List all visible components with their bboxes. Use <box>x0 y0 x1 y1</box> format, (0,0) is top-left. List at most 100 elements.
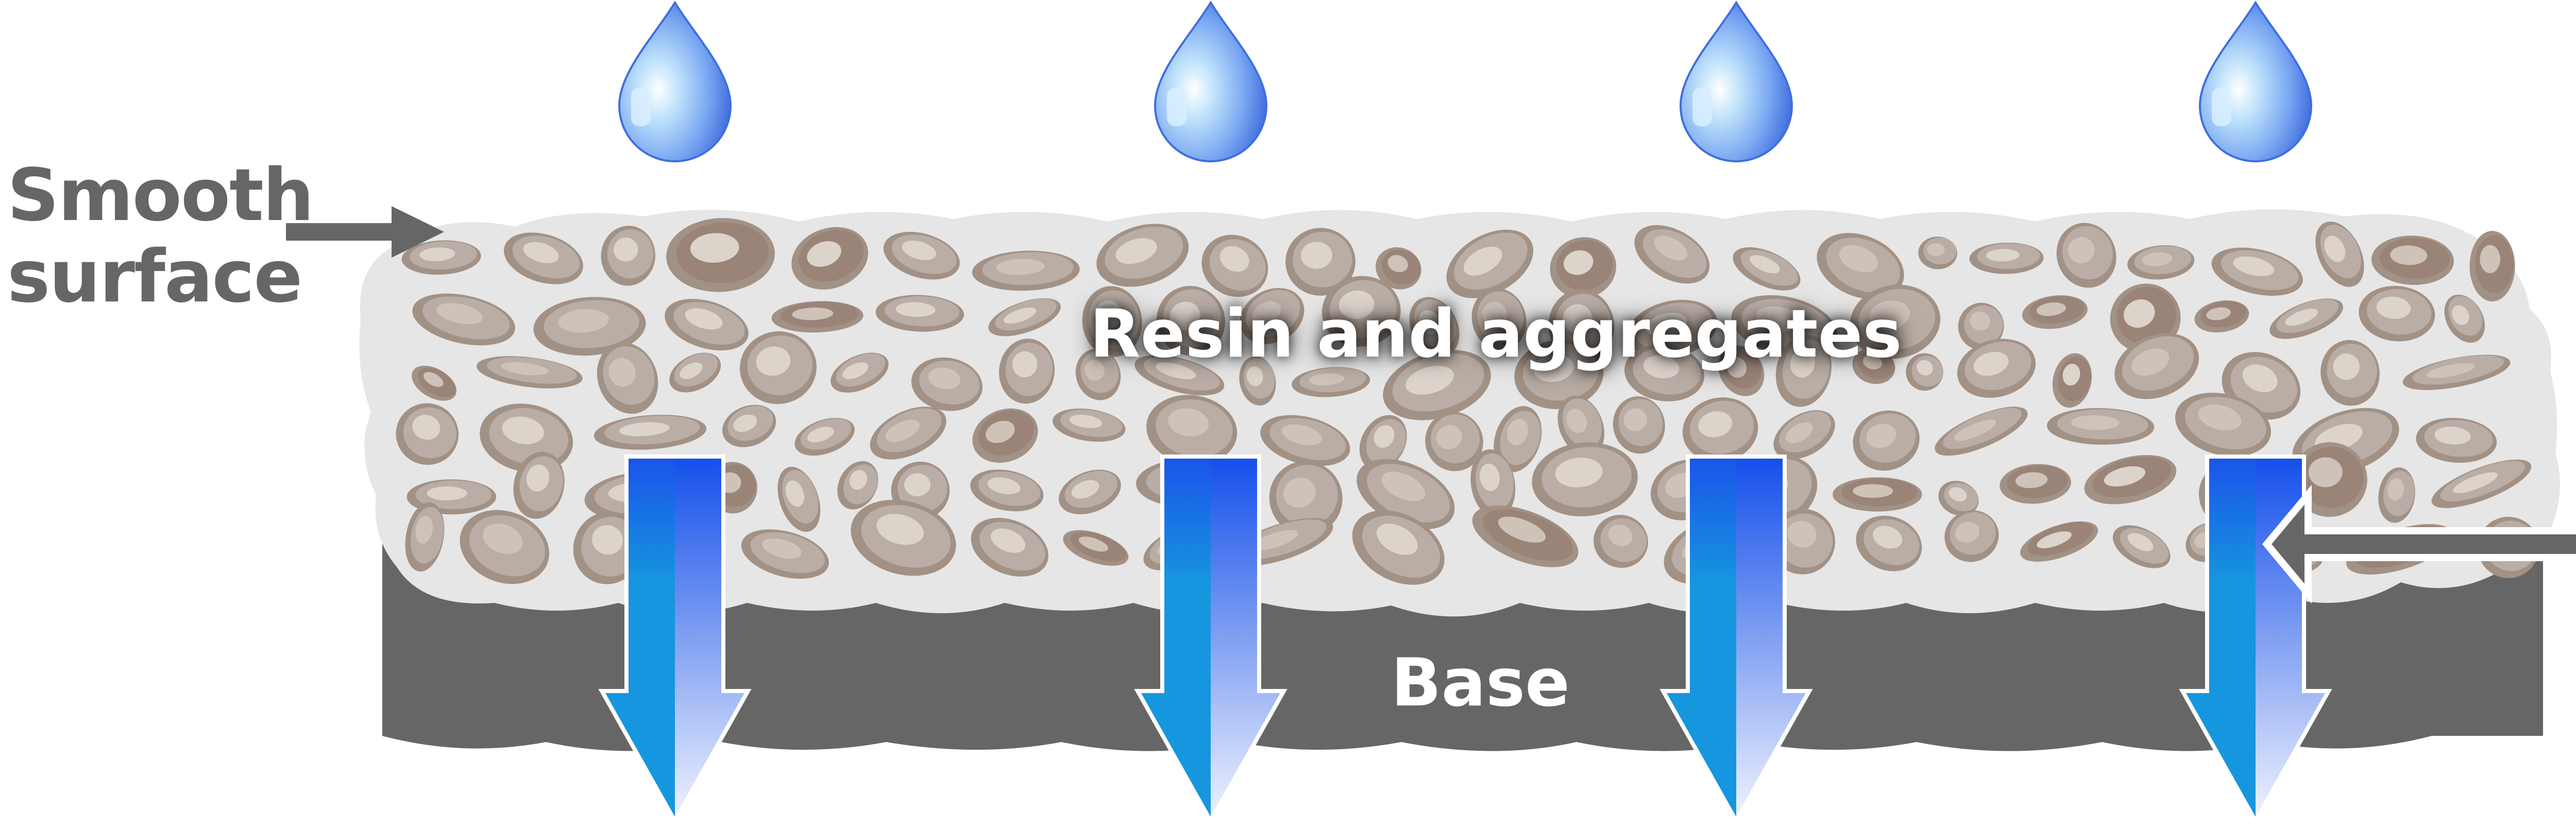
aggregate-stone <box>1634 225 1710 284</box>
aggregate-stone <box>477 356 583 389</box>
aggregate-stone <box>1096 224 1189 287</box>
aggregate-stone <box>794 417 855 456</box>
aggregate-stone <box>1733 247 1801 291</box>
aggregate-stone <box>988 298 1061 336</box>
aggregate-stone <box>1957 339 2036 398</box>
aggregate-stone <box>1557 395 1605 457</box>
aggregate-stone <box>870 407 946 460</box>
arrow-right-icon <box>286 206 444 258</box>
aggregate-stone <box>1944 510 1999 562</box>
aggregate-stone <box>1058 469 1121 515</box>
aggregate-stone <box>405 502 445 572</box>
aggregate-stone <box>722 405 776 447</box>
aggregate-stone <box>1494 406 1542 473</box>
aggregate-stone <box>1938 481 1979 516</box>
aggregate-stone <box>2416 417 2497 463</box>
aggregate-stone <box>2114 333 2199 399</box>
aggregate-stone <box>460 510 550 584</box>
aggregate-stone <box>2047 408 2155 445</box>
aggregate-stone <box>1156 285 1226 356</box>
aggregate-stone <box>1053 408 1126 442</box>
aggregate-stone <box>2112 525 2171 568</box>
aggregate-stone <box>1833 477 1922 512</box>
aggregate-stone <box>1075 349 1121 400</box>
aggregate-stone <box>1969 242 2044 274</box>
aggregate-stone <box>1856 515 1922 571</box>
arrow-down-icon <box>598 454 752 825</box>
aggregate-stone <box>2175 393 2271 457</box>
aggregate-stone <box>1352 510 1445 585</box>
aggregate-stone <box>1470 449 1516 518</box>
aggregate-stone <box>503 232 583 284</box>
aggregate-stone <box>2371 235 2454 285</box>
aggregate-stone <box>1082 286 1142 357</box>
aggregate-stone <box>396 403 459 465</box>
aggregate-stone <box>597 342 658 414</box>
aggregate-stone <box>1292 367 1370 397</box>
aggregate-stone <box>1624 344 1705 401</box>
aggregate-stone <box>851 499 956 576</box>
aggregate-stone <box>837 461 878 510</box>
aggregate-stone <box>1471 288 1527 351</box>
aggregate-stone <box>831 352 889 393</box>
resin-aggregates-label: Resin and aggregates <box>1090 296 1902 373</box>
aggregate-stone <box>1359 415 1407 470</box>
aggregate-stone <box>971 517 1048 577</box>
aggregate-stone <box>741 529 829 579</box>
aggregate-stone <box>970 469 1044 512</box>
aggregate-stone <box>2315 221 2364 287</box>
resin-aggregate-layer <box>359 209 2560 617</box>
aggregate-stone <box>2444 294 2485 343</box>
aggregate-stone <box>972 408 1038 463</box>
aggregate-stone <box>2127 245 2195 280</box>
aggregate-stone <box>1775 334 1832 407</box>
aggregate-stone <box>601 226 655 286</box>
aggregate-stone <box>1063 530 1129 566</box>
aggregate-stone <box>739 331 817 405</box>
aggregate-stone <box>2359 285 2435 342</box>
aggregate-stone <box>2320 340 2380 406</box>
aggregate-stone <box>2022 295 2088 329</box>
aggregate-stone <box>1321 276 1401 347</box>
arrow-down-icon <box>1659 454 1813 825</box>
arrow-left-icon <box>2262 484 2576 604</box>
aggregate-stone <box>1918 237 1957 270</box>
aggregate-stone <box>1240 288 1304 344</box>
aggregate-stone <box>1532 442 1638 517</box>
aggregate-stone <box>1613 396 1665 454</box>
aggregate-stone <box>1383 349 1491 420</box>
aggregate-stone <box>412 293 515 346</box>
water-drop-icon <box>2198 1 2313 162</box>
aggregate-stone <box>1594 515 1648 568</box>
aggregate-stone <box>533 297 646 356</box>
aggregate-stone <box>665 298 749 351</box>
aggregate-stone <box>2222 352 2301 420</box>
aggregate-stone <box>999 339 1055 404</box>
aggregate-stone <box>1376 247 1421 290</box>
aggregate-stone <box>412 365 457 401</box>
aggregate-stone <box>513 451 565 519</box>
aggregate-stone <box>875 295 964 332</box>
aggregate-stone <box>1773 410 1835 460</box>
aggregate-stone <box>2431 459 2532 508</box>
aggregate-stone <box>1906 353 1943 391</box>
aggregate-stone <box>791 227 869 290</box>
aggregate-stone <box>1239 356 1276 406</box>
aggregate-stone <box>1850 284 1941 359</box>
smooth-surface-label-line-1: Smooth <box>7 154 314 238</box>
aggregate-stones <box>396 218 2539 585</box>
aggregate-stone <box>2269 298 2343 339</box>
water-drop-icon <box>1679 1 1793 162</box>
aggregate-stone <box>2020 521 2098 562</box>
aggregate-stone <box>1852 348 1895 384</box>
aggregate-stone <box>1285 228 1355 296</box>
aggregate-stone <box>771 301 863 333</box>
aggregate-stone <box>1425 412 1483 472</box>
aggregate-stone <box>2194 300 2249 333</box>
water-drop-icon <box>1154 1 1268 162</box>
aggregate-stone <box>1201 234 1268 297</box>
aggregate-stone <box>669 352 721 393</box>
aggregate-stone <box>1514 340 1604 409</box>
aggregate-stone <box>401 240 481 275</box>
